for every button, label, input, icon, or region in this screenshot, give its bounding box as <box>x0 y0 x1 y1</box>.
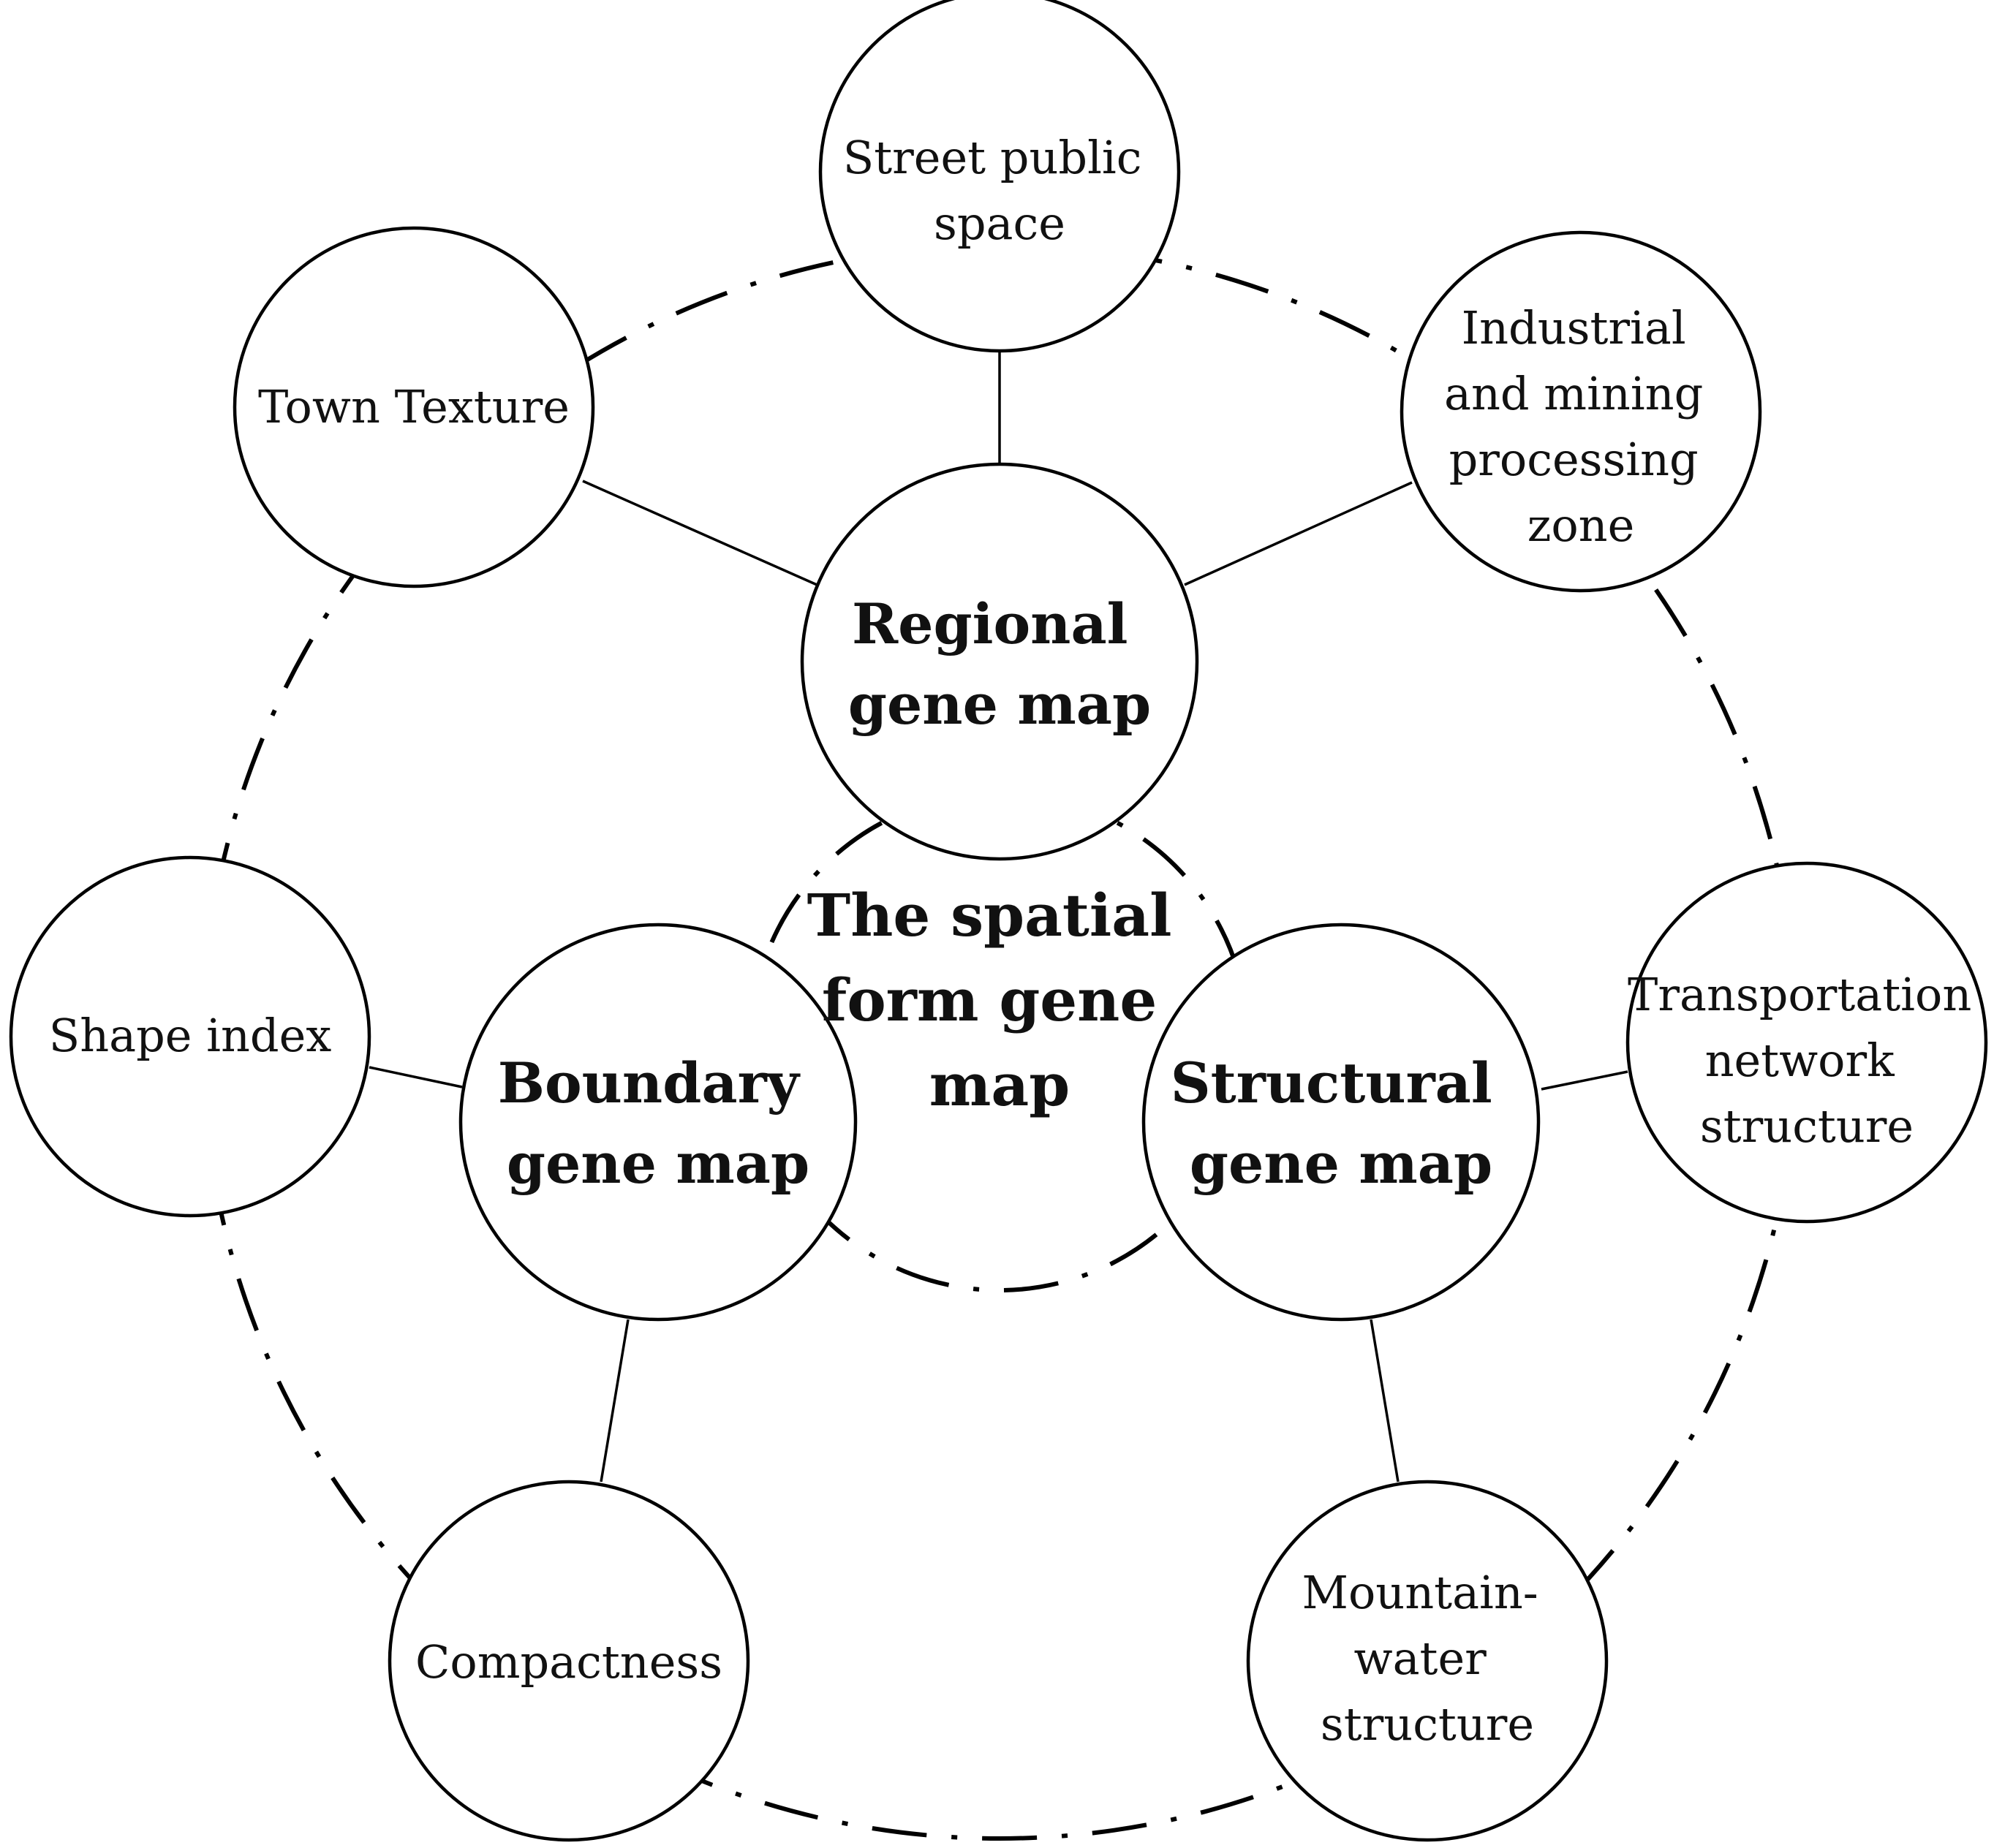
spoke-boundary-compactness <box>600 1319 630 1482</box>
spoke-structural-transportation <box>1541 1070 1628 1091</box>
node-industrial-zone <box>1400 230 1762 593</box>
center-title-line-1: The spatial <box>807 881 1172 950</box>
spoke-structural-mountain-water <box>1370 1319 1400 1482</box>
shape-index-label: Shape index <box>49 1009 332 1062</box>
structural-gene-map-label: Structural gene map <box>1171 1050 1512 1196</box>
node-boundary-gene-map <box>458 923 858 1322</box>
spoke-regional-town-texture <box>582 480 823 588</box>
node-mountain-water <box>1246 1480 1609 1842</box>
center-title: The spatial form gene map <box>807 881 1193 1119</box>
node-compactness <box>388 1480 750 1842</box>
industrial-zone-label: Industrial and mining processing zone <box>1444 301 1718 552</box>
node-shape-index <box>9 855 371 1218</box>
town-texture-label: Town Texture <box>258 380 570 433</box>
spoke-regional-industrial <box>1184 481 1413 586</box>
mountain-water-label: Mountain- water structure <box>1302 1566 1553 1751</box>
boundary-gene-map-label: Boundary gene map <box>498 1050 819 1196</box>
spoke-boundary-shape-index <box>369 1066 463 1088</box>
node-transportation-network <box>1625 861 1988 1224</box>
compactness-label: Compactness <box>415 1635 722 1689</box>
street-public-space-label: Street public space <box>843 131 1156 250</box>
center-title-line-3: map <box>929 1050 1070 1119</box>
transportation-network-label: Transportation network structure <box>1628 968 1986 1153</box>
node-street-public-space <box>818 0 1181 353</box>
regional-gene-map-label: Regional gene map <box>848 591 1151 737</box>
node-town-texture <box>233 226 595 588</box>
center-title-line-2: form gene <box>822 966 1157 1034</box>
node-structural-gene-map <box>1141 923 1541 1322</box>
node-regional-gene-map <box>800 462 1199 861</box>
